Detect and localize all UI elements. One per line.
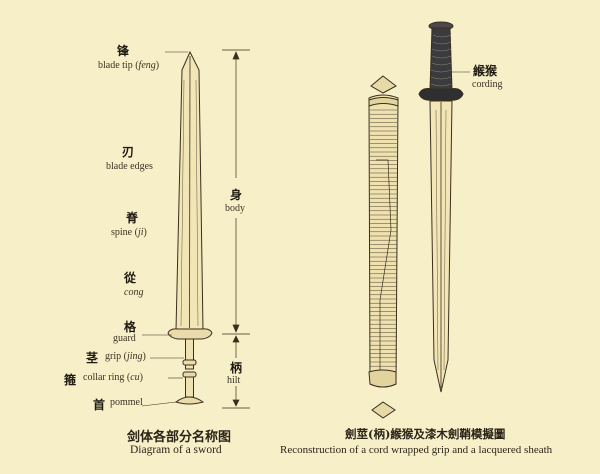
label-ren-zh: 刃 [122,145,135,159]
label-jing-en: grip (jing) [105,351,146,362]
label-shen-zh: 身 [230,188,243,202]
left-sword [167,50,213,405]
label-shen-en: body [225,203,245,214]
label-gu-en: collar ring (cu) [83,372,143,383]
left-leader-lines [141,51,188,407]
label-ge-en: guard [113,333,136,344]
right-sword [418,21,464,393]
caption-left-zh: 剑体各部分名称图 [127,430,232,445]
label-feng-zh: 锋 [117,44,130,58]
caption-right-en: Reconstruction of a cord wrapped grip an… [280,444,553,456]
cord-wrapped-grip [429,27,453,91]
right-sword-guard [418,88,464,101]
label-ji-en: spine (ji) [111,227,147,238]
left-sword-grip [185,338,194,370]
label-ge-zh: 格 [124,320,137,334]
left-sword-collar-ring-1 [182,359,197,366]
left-sword-pommel [174,396,205,405]
left-sword-spine [189,55,191,329]
caption-left-en: Diagram of a sword [130,444,222,456]
label-bing-en: hilt [227,375,241,386]
label-cording-zh: 緱猴 [473,64,498,78]
label-feng-en: blade tip (feng) [98,60,160,71]
label-bing-zh: 柄 [230,361,243,375]
sheath-body [368,94,399,388]
label-cording-en: cording [472,79,503,90]
left-sword-collar-ring-2 [182,371,197,378]
label-cong-en: cong [124,287,144,298]
sheath-top-cap [370,75,397,94]
label-ji-zh: 脊 [126,211,139,225]
sheath-bottom-cap [371,401,396,419]
label-jing-zh: 茎 [86,351,99,365]
sheath-ribbing [370,109,397,367]
cord-texture [430,34,452,87]
label-shou-zh: 首 [93,398,106,412]
label-shou-en: pommel [110,397,143,408]
left-sword-guard [167,328,213,340]
lacquered-sheath [368,75,399,419]
caption-right-zh: 劍莖(柄)緱猴及漆木劍鞘模擬圖 [345,427,506,441]
label-cong-zh: 從 [124,271,137,285]
label-gu-zh: 箍 [64,373,77,387]
label-ren-en: blade edges [106,161,153,172]
dimension-lines [222,49,250,409]
